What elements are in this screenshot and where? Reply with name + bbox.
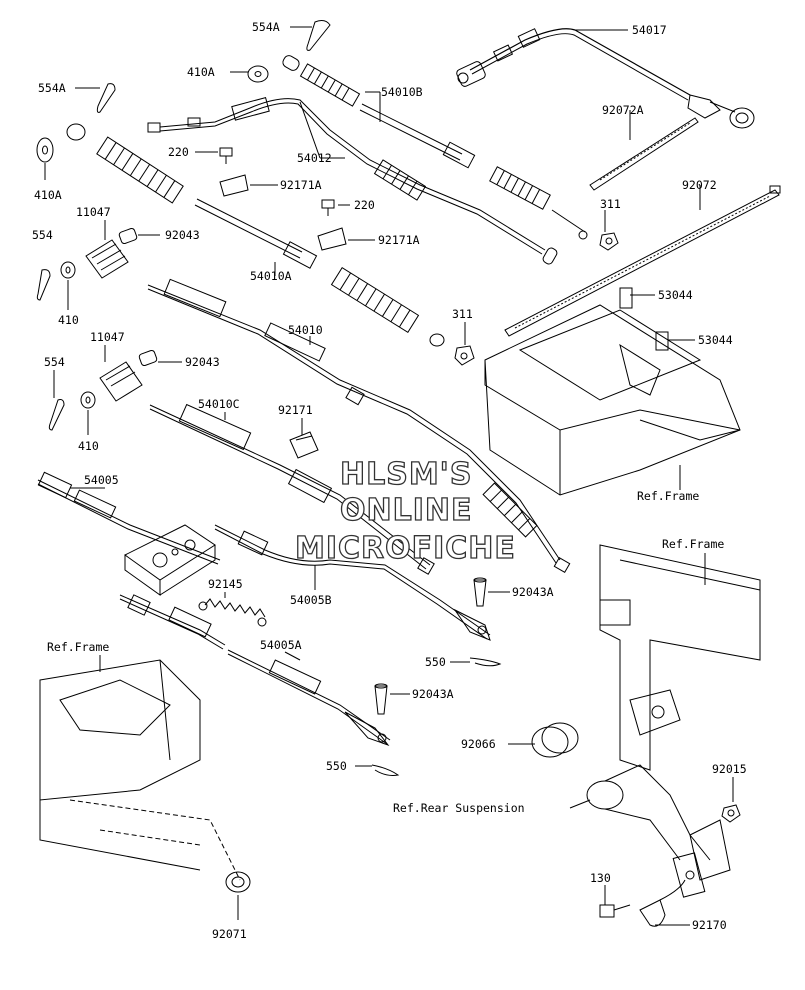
watermark-line3: MICROFICHE: [295, 531, 516, 566]
label-220-b: 220: [354, 198, 375, 212]
label-410A-top: 410A: [187, 65, 215, 79]
label-11047-b: 11047: [90, 330, 125, 344]
label-554-b: 554: [44, 355, 65, 369]
pin-92170: [639, 879, 686, 927]
frame-left-bottom: [39, 659, 241, 881]
label-410-a: 410: [58, 313, 79, 327]
label-54005: 54005: [84, 473, 119, 487]
label-130: 130: [590, 871, 611, 885]
frame-right-mid: [599, 544, 761, 771]
leader-lines: [44, 26, 734, 926]
watermark-line2: ONLINE: [340, 493, 473, 528]
clip-550-a: [469, 657, 502, 667]
frame-right-top: [484, 287, 741, 496]
label-53044-a: 53044: [658, 288, 693, 302]
washer-410A-top: [247, 65, 269, 83]
nut-311-b: [454, 345, 475, 366]
label-54010A: 54010A: [250, 269, 292, 283]
label-92072: 92072: [682, 178, 717, 192]
label-54010C: 54010C: [198, 397, 240, 411]
cable-tie-92072A: [589, 117, 699, 191]
label-54010B: 54010B: [381, 85, 423, 99]
label-92171A-b: 92171A: [378, 233, 420, 247]
label-53044-b: 53044: [698, 333, 733, 347]
pin-92043-a: [118, 227, 138, 245]
label-92071: 92071: [212, 927, 247, 941]
label-92043A-a: 92043A: [512, 585, 554, 599]
cable-54005: [37, 471, 221, 565]
clip-554-a: [36, 269, 51, 301]
label-92043-b: 92043: [185, 355, 220, 369]
grip-11047-a: [85, 239, 129, 279]
label-92043A-b: 92043A: [412, 687, 454, 701]
clip-554A-top: [306, 20, 331, 51]
cable-54010A: [66, 123, 445, 347]
cable-54005B: [214, 524, 491, 641]
label-554A-left: 554A: [38, 81, 66, 95]
label-11047-a: 11047: [76, 205, 111, 219]
rear-suspension: [586, 764, 731, 898]
bolt-220-a: [219, 147, 233, 164]
watermark-line1: HLSM'S: [340, 457, 472, 492]
washer-410-a: [60, 261, 76, 279]
label-550-a: 550: [425, 655, 446, 669]
cable-tie-92072: [504, 185, 781, 337]
grip-11047-b: [99, 361, 143, 402]
label-220-a: 220: [168, 145, 189, 159]
label-54017: 54017: [632, 23, 667, 37]
label-311-a: 311: [600, 197, 621, 211]
label-92171A-a: 92171A: [280, 178, 322, 192]
pin-92043A-a: [473, 577, 487, 607]
cap-92071: [225, 871, 251, 893]
clip-550-b: [371, 764, 400, 776]
label-92145: 92145: [208, 577, 243, 591]
clip-554A-left: [96, 83, 116, 113]
label-410A-left: 410A: [34, 188, 62, 202]
clamp-92171: [289, 431, 319, 459]
label-92171: 92171: [278, 403, 313, 417]
clamp-92171A-a: [219, 174, 249, 197]
label-311-b: 311: [452, 307, 473, 321]
bracket-lever: [124, 524, 216, 596]
label-92170: 92170: [692, 918, 727, 932]
washer-410A-left: [36, 137, 54, 163]
pin-92043A-b: [374, 683, 388, 715]
label-54012: 54012: [297, 151, 332, 165]
cable-54017: [456, 28, 755, 129]
ref-frame-left-label: Ref.Frame: [47, 640, 109, 654]
watermark: HLSM'S ONLINE MICROFICHE: [294, 456, 516, 566]
label-554-a: 554: [32, 228, 53, 242]
label-92072A: 92072A: [602, 103, 644, 117]
label-54010: 54010: [288, 323, 323, 337]
nut-92015: [721, 804, 741, 823]
part-labels: 554A 410A 54017 554A 54010B 92072A 410A …: [32, 20, 747, 941]
nut-311-a: [599, 232, 619, 251]
label-550-b: 550: [326, 759, 347, 773]
cable-54005A: [119, 594, 391, 747]
cable-54010B: [282, 55, 588, 240]
label-54005A: 54005A: [260, 638, 302, 652]
clamp-92171A-b: [317, 227, 347, 251]
label-92015: 92015: [712, 762, 747, 776]
cap-92066: [531, 722, 579, 758]
cable-54010C: [149, 403, 435, 575]
ref-rear-suspension-label: Ref.Rear Suspension: [393, 801, 525, 815]
cable-54010: [147, 278, 571, 574]
spring-92145: [198, 598, 267, 627]
ref-frame-right-label: Ref.Frame: [637, 489, 699, 503]
label-92066: 92066: [461, 737, 496, 751]
pin-92043-b: [138, 349, 158, 367]
label-54005B: 54005B: [290, 593, 332, 607]
bolt-220-b: [321, 199, 335, 216]
label-410-b: 410: [78, 439, 99, 453]
bolt-130: [599, 904, 631, 918]
ref-frame-mid-label: Ref.Frame: [662, 537, 724, 551]
washer-410-b: [80, 391, 96, 409]
cable-54012: [147, 96, 558, 265]
label-554A-top: 554A: [252, 20, 280, 34]
clip-554-b: [48, 399, 65, 431]
label-92043-a: 92043: [165, 228, 200, 242]
